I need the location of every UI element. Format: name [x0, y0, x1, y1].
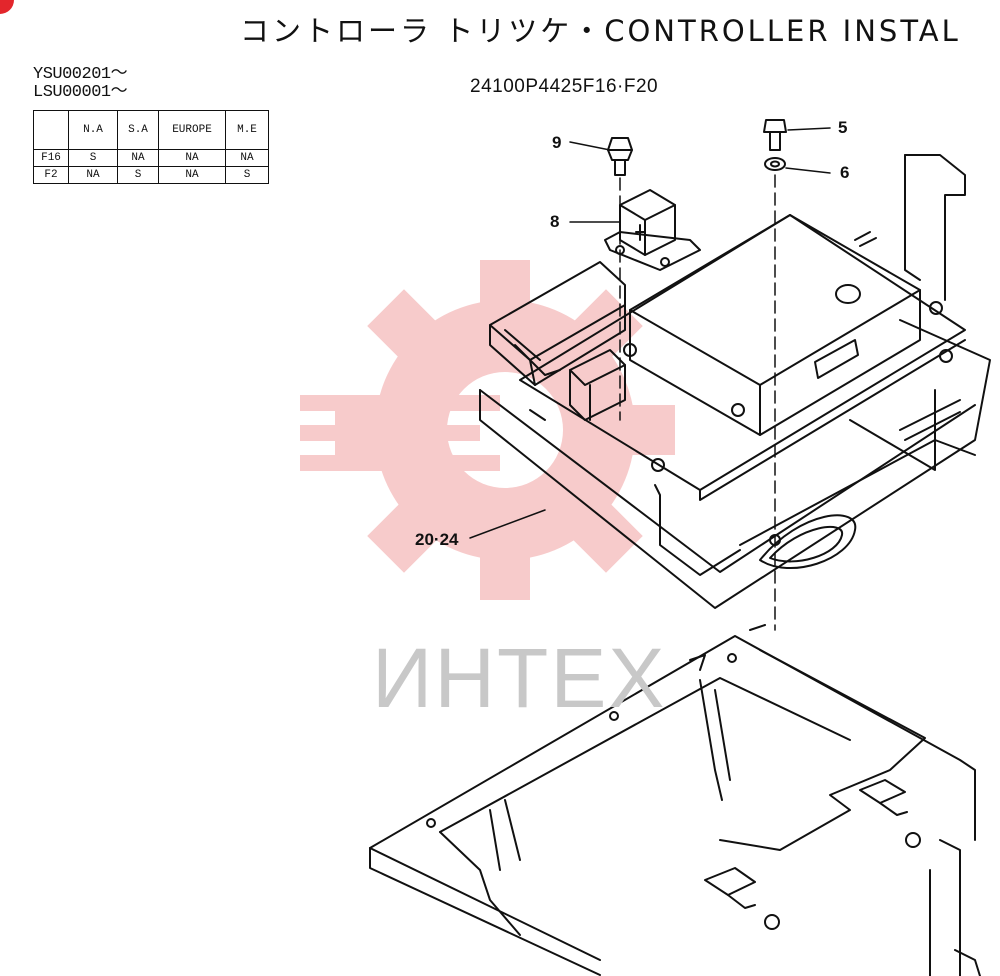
table-header-row: N.A S.A EUROPE M.E [33, 110, 269, 150]
callout-20-24: 20·24 [415, 530, 459, 549]
controller-tray [479, 319, 991, 609]
base-frame [369, 624, 981, 976]
table-cell: M.E [225, 110, 269, 150]
bolt-9 [607, 137, 633, 176]
serial-range-1: YSU00201～ [33, 65, 128, 84]
callout-8: 8 [550, 212, 560, 231]
table-cell: EUROPE [158, 110, 226, 150]
leader-lines [469, 127, 831, 539]
callout-6: 6 [840, 163, 850, 182]
watermark-gear-icon [300, 260, 675, 600]
diagram-title: コントローラ トリツケ・CONTROLLER INSTAL [240, 14, 961, 48]
part-number: 24100P4425F16·F20 [470, 76, 659, 97]
washer-6 [764, 157, 786, 171]
spec-table: N.A S.A EUROPE M.E F16 S NA NA NA F2 NA … [33, 110, 269, 184]
connector-block [489, 261, 626, 421]
mounting-plate [519, 214, 966, 501]
callout-5: 5 [838, 118, 848, 137]
controller-unit [629, 154, 966, 436]
callout-9: 9 [552, 133, 562, 152]
assembly-centerlines [619, 174, 776, 631]
table-row: F2 NA S NA S [33, 166, 269, 184]
watermark-text: ИНТЕХ [372, 631, 667, 725]
bolt-5 [763, 119, 787, 151]
serial-range-2: LSU00001～ [33, 83, 128, 102]
table-cell: S.A [117, 110, 159, 150]
table-cell: S [225, 166, 269, 184]
table-cell: NA [68, 166, 118, 184]
